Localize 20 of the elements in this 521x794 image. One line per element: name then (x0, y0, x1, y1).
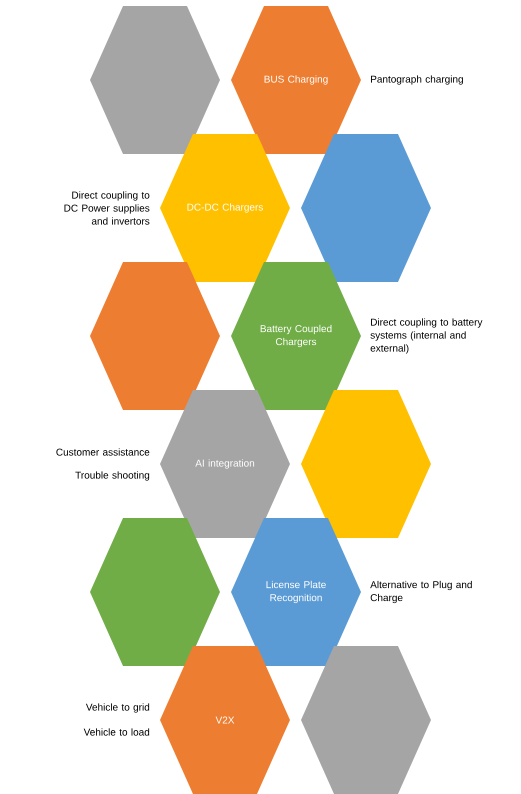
side-note: Trouble shooting (75, 471, 150, 481)
hexagon (301, 134, 431, 282)
hexagon: V2X (160, 646, 290, 794)
side-note: Direct coupling to DC Power supplies and invertors (64, 191, 150, 225)
hexagon: AI integration (160, 390, 290, 538)
hexagon (301, 646, 431, 794)
side-note: Alternative to Plug and Charge (370, 580, 472, 604)
hexagon: BUS Charging (231, 6, 361, 154)
side-note: Vehicle to load (84, 728, 150, 736)
hexagon: License Plate Recognition (231, 518, 361, 666)
hexagon (301, 390, 431, 538)
hexagon: Battery Coupled Chargers (231, 262, 361, 410)
side-note: Direct coupling to battery systems (internal and external) (370, 318, 482, 354)
hexagon (90, 518, 220, 666)
side-note: Vehicle to grid (86, 703, 150, 713)
side-note: Pantograph charging (371, 75, 463, 85)
hexagon (90, 262, 220, 410)
hexagon: DC-DC Chargers (160, 134, 290, 282)
hexagon (90, 6, 220, 154)
side-note: Customer assistance (56, 448, 150, 456)
